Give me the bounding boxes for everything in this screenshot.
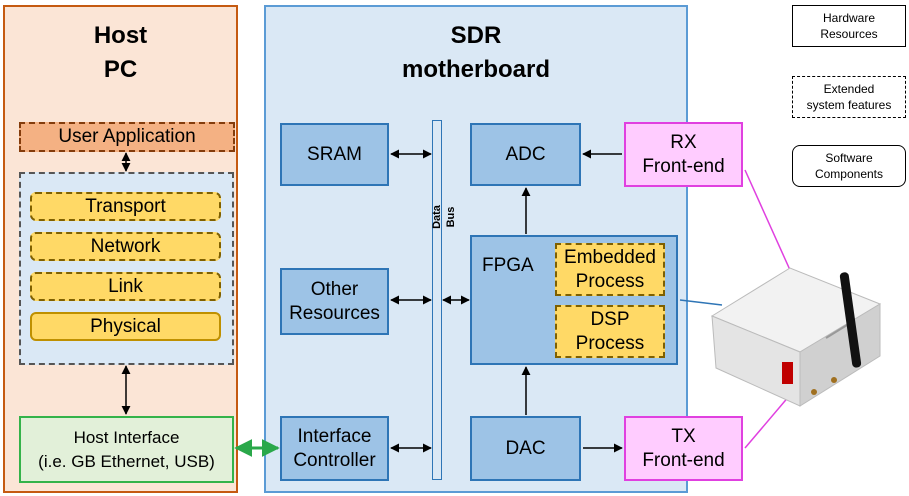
legend-software-line1: Software <box>825 151 873 165</box>
other-resources-block: Other Resources <box>280 268 389 335</box>
dsp-process-block: DSP Process <box>555 305 665 358</box>
legend-software-line2: Components <box>814 167 884 181</box>
host-interface-label-line2: (i.e. GB Ethernet, USB) <box>38 451 215 471</box>
interface-controller-line1: Interface <box>297 425 372 447</box>
legend-hardware-resources: Hardware Resources <box>792 5 906 47</box>
tx-frontend-line2: Front-end <box>642 449 725 471</box>
legend-hardware-line2: Resources <box>820 27 878 41</box>
sdr-title-line2: motherboard <box>401 56 550 83</box>
user-application-label: User Application <box>58 126 196 147</box>
dac-label: DAC <box>505 437 546 459</box>
transport-layer-label: Transport <box>85 195 166 217</box>
user-application-block: User Application <box>19 122 235 152</box>
legend-extended-line1: Extended <box>823 82 875 96</box>
fpga-label: FPGA <box>482 255 534 276</box>
link-layer-block: Link <box>30 272 221 301</box>
host-title-line1: Host <box>93 22 148 49</box>
physical-layer-block: Physical <box>30 312 221 341</box>
transport-layer-block: Transport <box>30 192 221 221</box>
sram-block: SRAM <box>280 123 389 186</box>
other-resources-line2: Resources <box>289 302 380 324</box>
physical-layer-label: Physical <box>90 315 161 337</box>
rx-frontend-line1: RX <box>670 131 697 153</box>
rx-frontend-block: RX Front-end <box>624 122 743 187</box>
legend-hardware-line1: Hardware <box>822 11 876 25</box>
sdr-device-image <box>710 267 882 407</box>
legend-extended-features: Extended system features <box>792 76 906 118</box>
embedded-process-line1: Embedded <box>564 246 656 268</box>
embedded-process-line2: Process <box>575 270 645 292</box>
network-layer-label: Network <box>90 235 161 257</box>
callout-rx-device <box>744 169 791 271</box>
callout-fpga-device <box>679 299 723 306</box>
legend-software-components: Software Components <box>792 145 906 187</box>
tx-frontend-line1: TX <box>671 425 696 447</box>
callout-tx-device <box>744 394 791 449</box>
dsp-process-line1: DSP <box>590 308 630 330</box>
tx-frontend-block: TX Front-end <box>624 416 743 481</box>
link-layer-label: Link <box>108 275 143 297</box>
data-bus <box>432 120 442 480</box>
other-resources-line1: Other <box>310 278 359 300</box>
dac-block: DAC <box>470 416 581 481</box>
adc-block: ADC <box>470 123 581 186</box>
host-title-line2: PC <box>103 56 138 83</box>
interface-controller-line2: Controller <box>293 449 376 471</box>
legend-extended-line2: system features <box>806 98 892 112</box>
dsp-process-line2: Process <box>575 332 645 354</box>
network-layer-block: Network <box>30 232 221 261</box>
sram-label: SRAM <box>307 143 362 165</box>
embedded-process-block: Embedded Process <box>555 243 665 296</box>
sdr-title-line1: SDR <box>450 22 502 49</box>
interface-controller-block: Interface Controller <box>280 416 389 481</box>
host-interface-label-line1: Host Interface <box>73 427 180 447</box>
rx-frontend-line2: Front-end <box>642 155 725 177</box>
host-interface-block: Host Interface (i.e. GB Ethernet, USB) <box>19 416 234 483</box>
adc-label: ADC <box>505 143 546 165</box>
